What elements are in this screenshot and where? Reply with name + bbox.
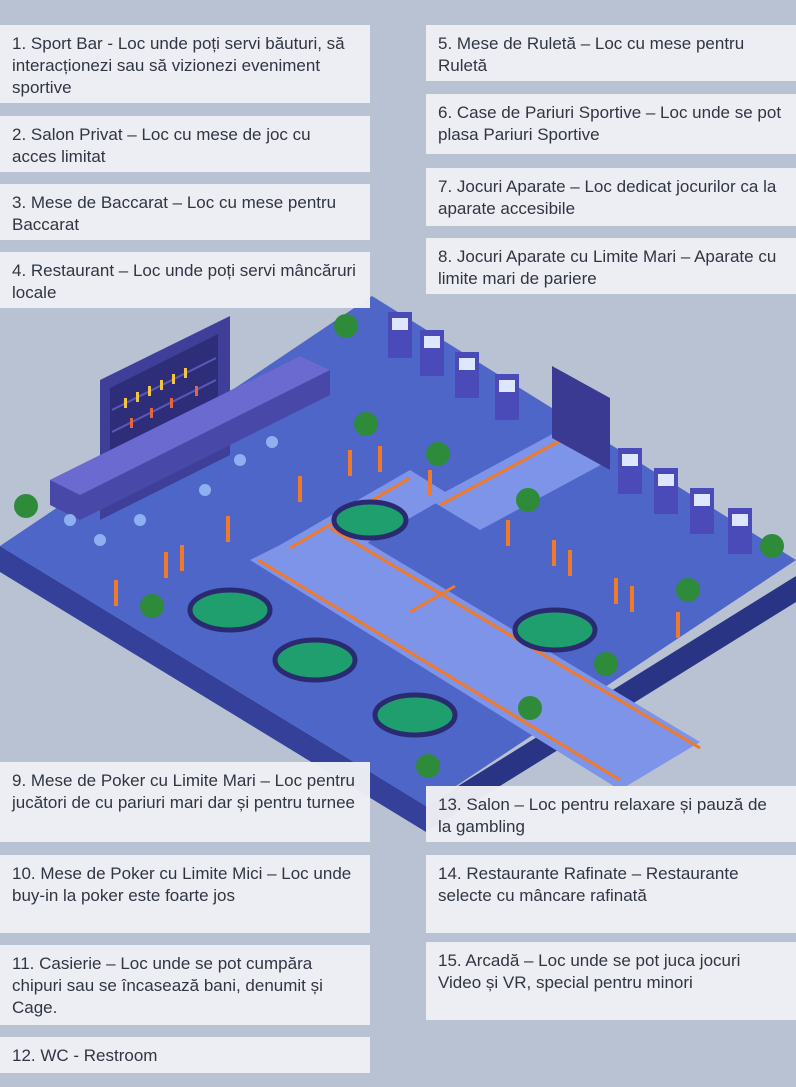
platform-left-side [0, 546, 426, 832]
legend-item-14: 14. Restaurante Rafinate – Restaurante s… [426, 855, 796, 933]
legend-item-2: 2. Salon Privat – Loc cu mese de joc cu … [0, 116, 370, 172]
legend-item-4: 4. Restaurant – Loc unde poți servi mânc… [0, 252, 370, 308]
plants [14, 314, 784, 778]
legend-item-11: 11. Casierie – Loc unde se pot cumpăra c… [0, 945, 370, 1025]
legend-item-1: 1. Sport Bar - Loc unde poți servi băutu… [0, 25, 370, 103]
carpet-line-1 [257, 558, 621, 782]
legend-item-9: 9. Mese de Poker cu Limite Mari – Loc pe… [0, 762, 370, 842]
slot-machines [388, 312, 752, 554]
carpet-line-5 [409, 584, 456, 614]
walkway-upper [430, 430, 610, 530]
rope-posts [114, 446, 680, 638]
legend-item-7: 7. Jocuri Aparate – Loc dedicat jocurilo… [426, 168, 796, 226]
legend-item-6: 6. Case de Pariuri Sportive – Loc unde s… [426, 94, 796, 154]
legend-item-3: 3. Mese de Baccarat – Loc cu mese pentru… [0, 184, 370, 240]
carpet-line-3 [439, 436, 566, 507]
legend-item-5: 5. Mese de Ruletă – Loc cu mese pentru R… [426, 25, 796, 81]
legend-item-12: 12. WC - Restroom [0, 1037, 370, 1073]
bar-stools [64, 436, 278, 546]
carpet-line-2 [329, 526, 701, 750]
legend-item-8: 8. Jocuri Aparate cu Limite Mari – Apara… [426, 238, 796, 294]
bar-counter-top [50, 356, 330, 495]
back-wall-right [552, 366, 610, 470]
gaming-tables [187, 499, 598, 738]
legend-item-13: 13. Salon – Loc pentru relaxare și pauză… [426, 786, 796, 842]
legend-item-15: 15. Arcadă – Loc unde se pot juca jocuri… [426, 942, 796, 1020]
legend-item-10: 10. Mese de Poker cu Limite Mici – Loc u… [0, 855, 370, 933]
